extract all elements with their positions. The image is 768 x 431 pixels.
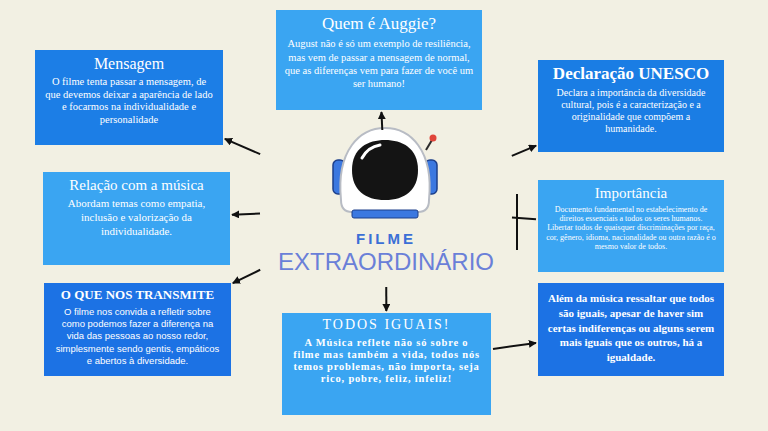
box-heading: TODOS IGUAIS!	[290, 317, 483, 334]
cross-bar	[516, 194, 518, 250]
connector-arrow	[380, 112, 383, 130]
central-title: FILMEEXTRAORDINÁRIO	[262, 132, 510, 285]
connector-arrow	[233, 270, 260, 283]
box-heading: Declaração UNESCO	[546, 64, 716, 84]
astronaut-helmet	[333, 128, 437, 218]
topic-box: ImportânciaDocumento fundamental no esta…	[538, 180, 724, 272]
topic-box: O QUE NOS TRANSMITE O filme nos convida a…	[44, 283, 231, 376]
box-body: O filme tenta passar a mensagem, de que …	[43, 76, 215, 126]
connector-arrow	[232, 214, 260, 215]
box-body: Abordam temas como empatia, inclusão e v…	[51, 197, 222, 238]
topic-box: TODOS IGUAIS! A Música reflete não só sob…	[282, 313, 491, 415]
connector-arrow	[385, 287, 387, 311]
subtitle: FILME	[262, 230, 510, 248]
connector-arrow	[493, 343, 536, 349]
box-body: A Música reflete não só sobre o filme ma…	[290, 337, 483, 385]
topic-box: Além da música ressaltar que todos são i…	[538, 283, 724, 376]
topic-box: Relação com a músicaAbordam temas como e…	[43, 172, 230, 265]
box-heading: Importância	[546, 184, 716, 202]
box-body: Além da música ressaltar que todos são i…	[546, 291, 716, 365]
box-heading: Mensagem	[43, 54, 215, 73]
box-body: O filme nos convida a refletir sobre com…	[52, 306, 223, 368]
topic-box: Mensagem O filme tenta passar a mensagem,…	[35, 50, 223, 145]
box-body: Declara a importância da diversidade cul…	[546, 87, 716, 135]
topic-box: Quem é Auggie? August não é só um exemplo…	[276, 10, 482, 110]
box-heading: Quem é Auggie?	[284, 14, 474, 34]
box-heading: Relação com a música	[51, 176, 222, 194]
box-heading: O QUE NOS TRANSMITE	[52, 287, 223, 303]
connector-arrow	[225, 139, 260, 154]
connector-arrow	[512, 218, 536, 220]
topic-box: Declaração UNESCO Declara a importância d…	[538, 60, 724, 152]
box-body: Documento fundamental no estabelecimento…	[546, 205, 716, 251]
box-body: August não é só um exemplo de resiliênci…	[284, 37, 474, 90]
connector-arrow	[512, 146, 536, 156]
main-title: EXTRAORDINÁRIO	[262, 248, 510, 277]
